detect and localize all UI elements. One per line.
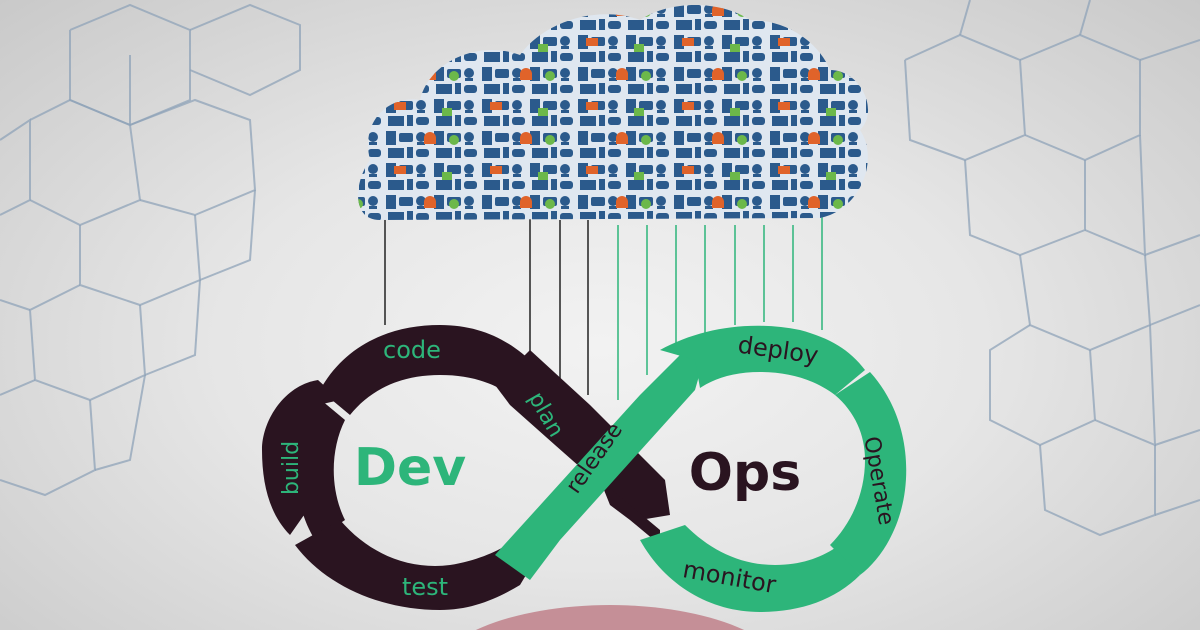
segment-code: code — [383, 336, 441, 364]
ops-center-label: Ops — [689, 443, 801, 503]
hex-pattern-right — [904, 0, 1200, 537]
bottom-blob — [475, 605, 745, 630]
dev-loop — [262, 325, 670, 610]
iot-cloud — [358, 5, 869, 220]
ops-loop — [495, 325, 907, 612]
connector-lines — [384, 200, 823, 400]
dev-center-label: Dev — [354, 438, 466, 498]
segment-build: build — [279, 441, 304, 495]
segment-test: test — [402, 573, 448, 601]
hex-pattern-left — [0, 3, 301, 497]
